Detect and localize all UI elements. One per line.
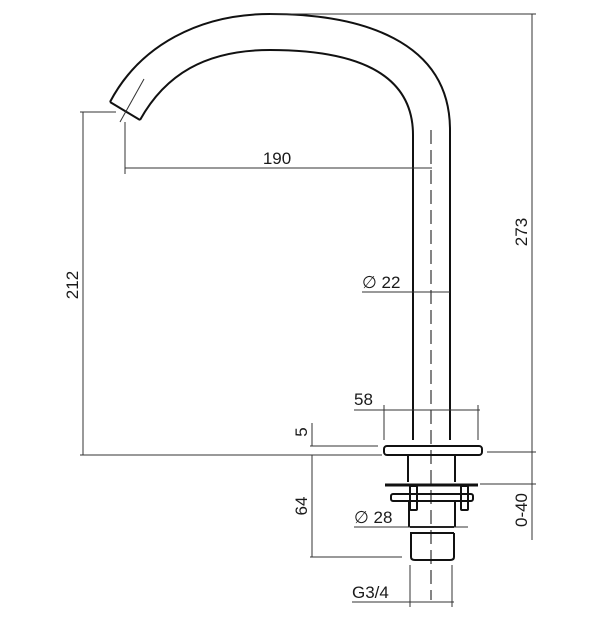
shank-diameter-label: ∅ 28 <box>354 508 392 527</box>
outlet-height-label: 212 <box>63 271 82 299</box>
base-flange <box>383 445 483 561</box>
spout-reach-label: 190 <box>263 149 291 168</box>
flange-thickness-label: 5 <box>292 427 311 436</box>
dimension-shank-length: 64 <box>292 455 402 558</box>
dimension-flange-width: 58 <box>354 390 480 440</box>
dimension-spout-reach: 190 <box>124 122 432 174</box>
dimension-shank-diameter: ∅ 28 <box>354 508 468 528</box>
flange-width-label: 58 <box>354 390 373 409</box>
dimension-total-height: 273 <box>270 13 536 468</box>
deck-thickness-label: 0-40 <box>512 493 531 527</box>
dimension-deck-thickness: 0-40 <box>480 451 536 540</box>
dimension-thread-size: G3/4 <box>352 565 454 607</box>
dimension-tube-diameter: ∅ 22 <box>362 273 450 293</box>
spout-body <box>109 12 451 440</box>
thread-size-label: G3/4 <box>352 583 389 602</box>
total-height-label: 273 <box>512 218 531 246</box>
dimension-outlet-height: 212 <box>63 111 382 456</box>
tube-diameter-label: ∅ 22 <box>362 273 400 292</box>
shank-length-label: 64 <box>292 497 311 516</box>
dimension-flange-thickness: 5 <box>292 423 378 447</box>
